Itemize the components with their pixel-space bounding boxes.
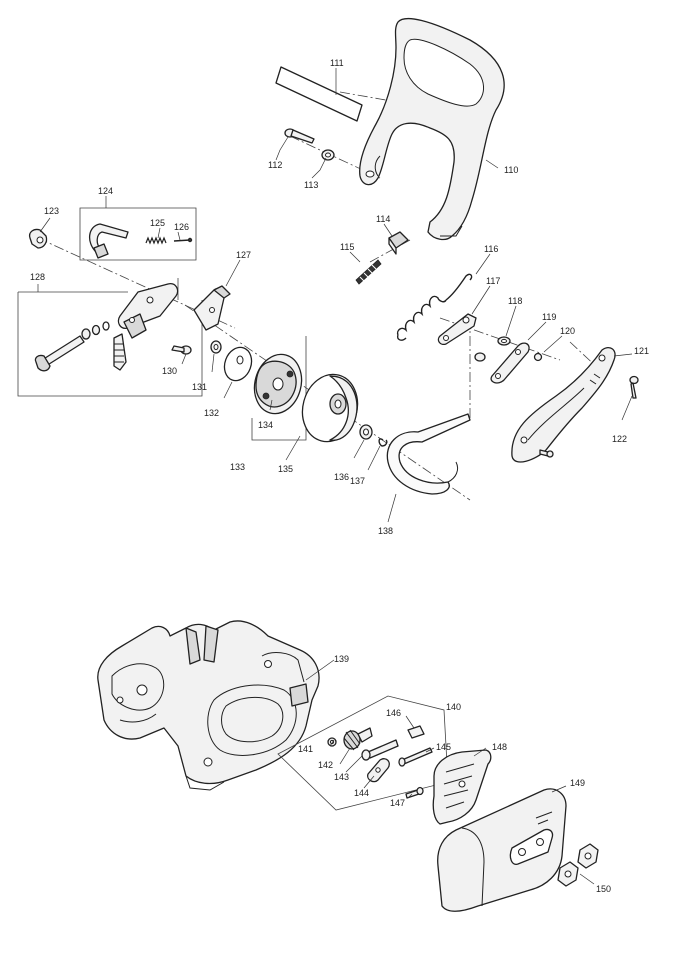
callout-130: 130 <box>162 366 177 376</box>
callout-114: 114 <box>376 214 390 224</box>
group-bracket-133 <box>251 336 307 441</box>
part-128-worm-shaft <box>34 335 85 372</box>
part-131-washer <box>210 340 222 354</box>
part-114-block <box>388 231 409 255</box>
part-124-oil-hose <box>89 223 129 259</box>
callout-140: 140 <box>446 702 461 712</box>
part-126-pin <box>173 237 193 243</box>
callout-113: 113 <box>304 180 318 190</box>
callout-135: 135 <box>278 464 293 474</box>
part-119-link-plate <box>490 342 530 384</box>
callout-148: 148 <box>492 742 507 752</box>
callout-146: 146 <box>386 708 401 718</box>
callout-150: 150 <box>596 884 611 894</box>
part-120-clip <box>533 352 543 362</box>
callout-143: 143 <box>334 772 349 782</box>
part-123-bushing <box>28 228 48 249</box>
callout-137: 137 <box>350 476 365 486</box>
part-118-bushing <box>497 336 511 346</box>
part-cover-screw <box>539 449 554 458</box>
callout-142: 142 <box>318 760 333 770</box>
callout-120: 120 <box>560 326 575 336</box>
part-150-nuts <box>557 843 599 887</box>
callout-144: 144 <box>354 788 369 798</box>
part-116-brake-spring <box>396 273 473 341</box>
callout-133: 133 <box>230 462 245 472</box>
part-136-washer <box>359 424 373 440</box>
part-145-adjuster-bolt <box>398 747 433 767</box>
callout-136: 136 <box>334 472 349 482</box>
part-122-screw <box>629 375 639 399</box>
callout-115: 115 <box>340 242 354 252</box>
part-137-eclip <box>378 438 388 447</box>
part-146-nut <box>407 725 425 739</box>
callout-138: 138 <box>378 526 393 536</box>
part-134-clutch <box>253 353 303 415</box>
part-121-brake-cover <box>511 346 616 463</box>
callout-139: 139 <box>334 654 349 664</box>
callout-125: 125 <box>150 218 165 228</box>
part-132-disc <box>223 346 253 382</box>
callout-116: 116 <box>484 244 498 254</box>
part-128-oil-pump <box>113 283 179 371</box>
callout-118: 118 <box>508 296 522 306</box>
part-147-screw <box>405 786 424 799</box>
leader-lines <box>39 68 633 885</box>
callout-112: 112 <box>268 160 282 170</box>
callout-123: 123 <box>44 206 59 216</box>
part-149-sprocket-cover <box>437 788 567 912</box>
part-110-front-handle <box>359 17 505 241</box>
callout-128: 128 <box>30 272 45 282</box>
part-130-screw <box>171 345 192 355</box>
callout-numbers: 111 110 112 113 114 115 116 117 118 119 … <box>30 58 649 894</box>
callout-122: 122 <box>612 434 627 444</box>
part-141-seal <box>327 737 337 747</box>
callout-117: 117 <box>486 276 500 286</box>
callout-131: 131 <box>192 382 207 392</box>
part-128-seals <box>81 321 110 340</box>
group-frame-140 <box>277 695 449 811</box>
part-138-brake-band <box>386 413 471 495</box>
callout-145: 145 <box>436 742 451 752</box>
part-lever-nut <box>474 352 486 362</box>
part-148-guard-plate <box>432 749 492 825</box>
part-127-bracket <box>193 285 231 331</box>
callout-141: 141 <box>298 744 313 754</box>
group-frame-124 <box>79 196 197 261</box>
part-142-worm-gear <box>343 727 373 751</box>
callout-119: 119 <box>542 312 556 322</box>
part-112-screw <box>284 128 315 144</box>
part-117-brake-lever <box>437 313 477 346</box>
callout-134: 134 <box>258 420 273 430</box>
part-113-washer <box>321 149 335 161</box>
callout-124: 124 <box>98 186 113 196</box>
callout-127: 127 <box>236 250 251 260</box>
callout-126: 126 <box>174 222 189 232</box>
part-125-spring <box>145 236 167 245</box>
callout-110: 110 <box>504 165 518 175</box>
part-111-label-plate <box>275 66 363 122</box>
callout-132: 132 <box>204 408 219 418</box>
part-139-crankcase <box>97 620 320 791</box>
part-115-spring <box>355 259 382 285</box>
callout-149: 149 <box>570 778 585 788</box>
part-135-clutch-drum <box>301 373 359 443</box>
callout-111: 111 <box>330 58 344 68</box>
part-144-adjuster-plate <box>367 758 390 783</box>
callout-147: 147 <box>390 798 405 808</box>
part-143-adjuster-shaft <box>361 739 399 761</box>
callout-121: 121 <box>634 346 649 356</box>
